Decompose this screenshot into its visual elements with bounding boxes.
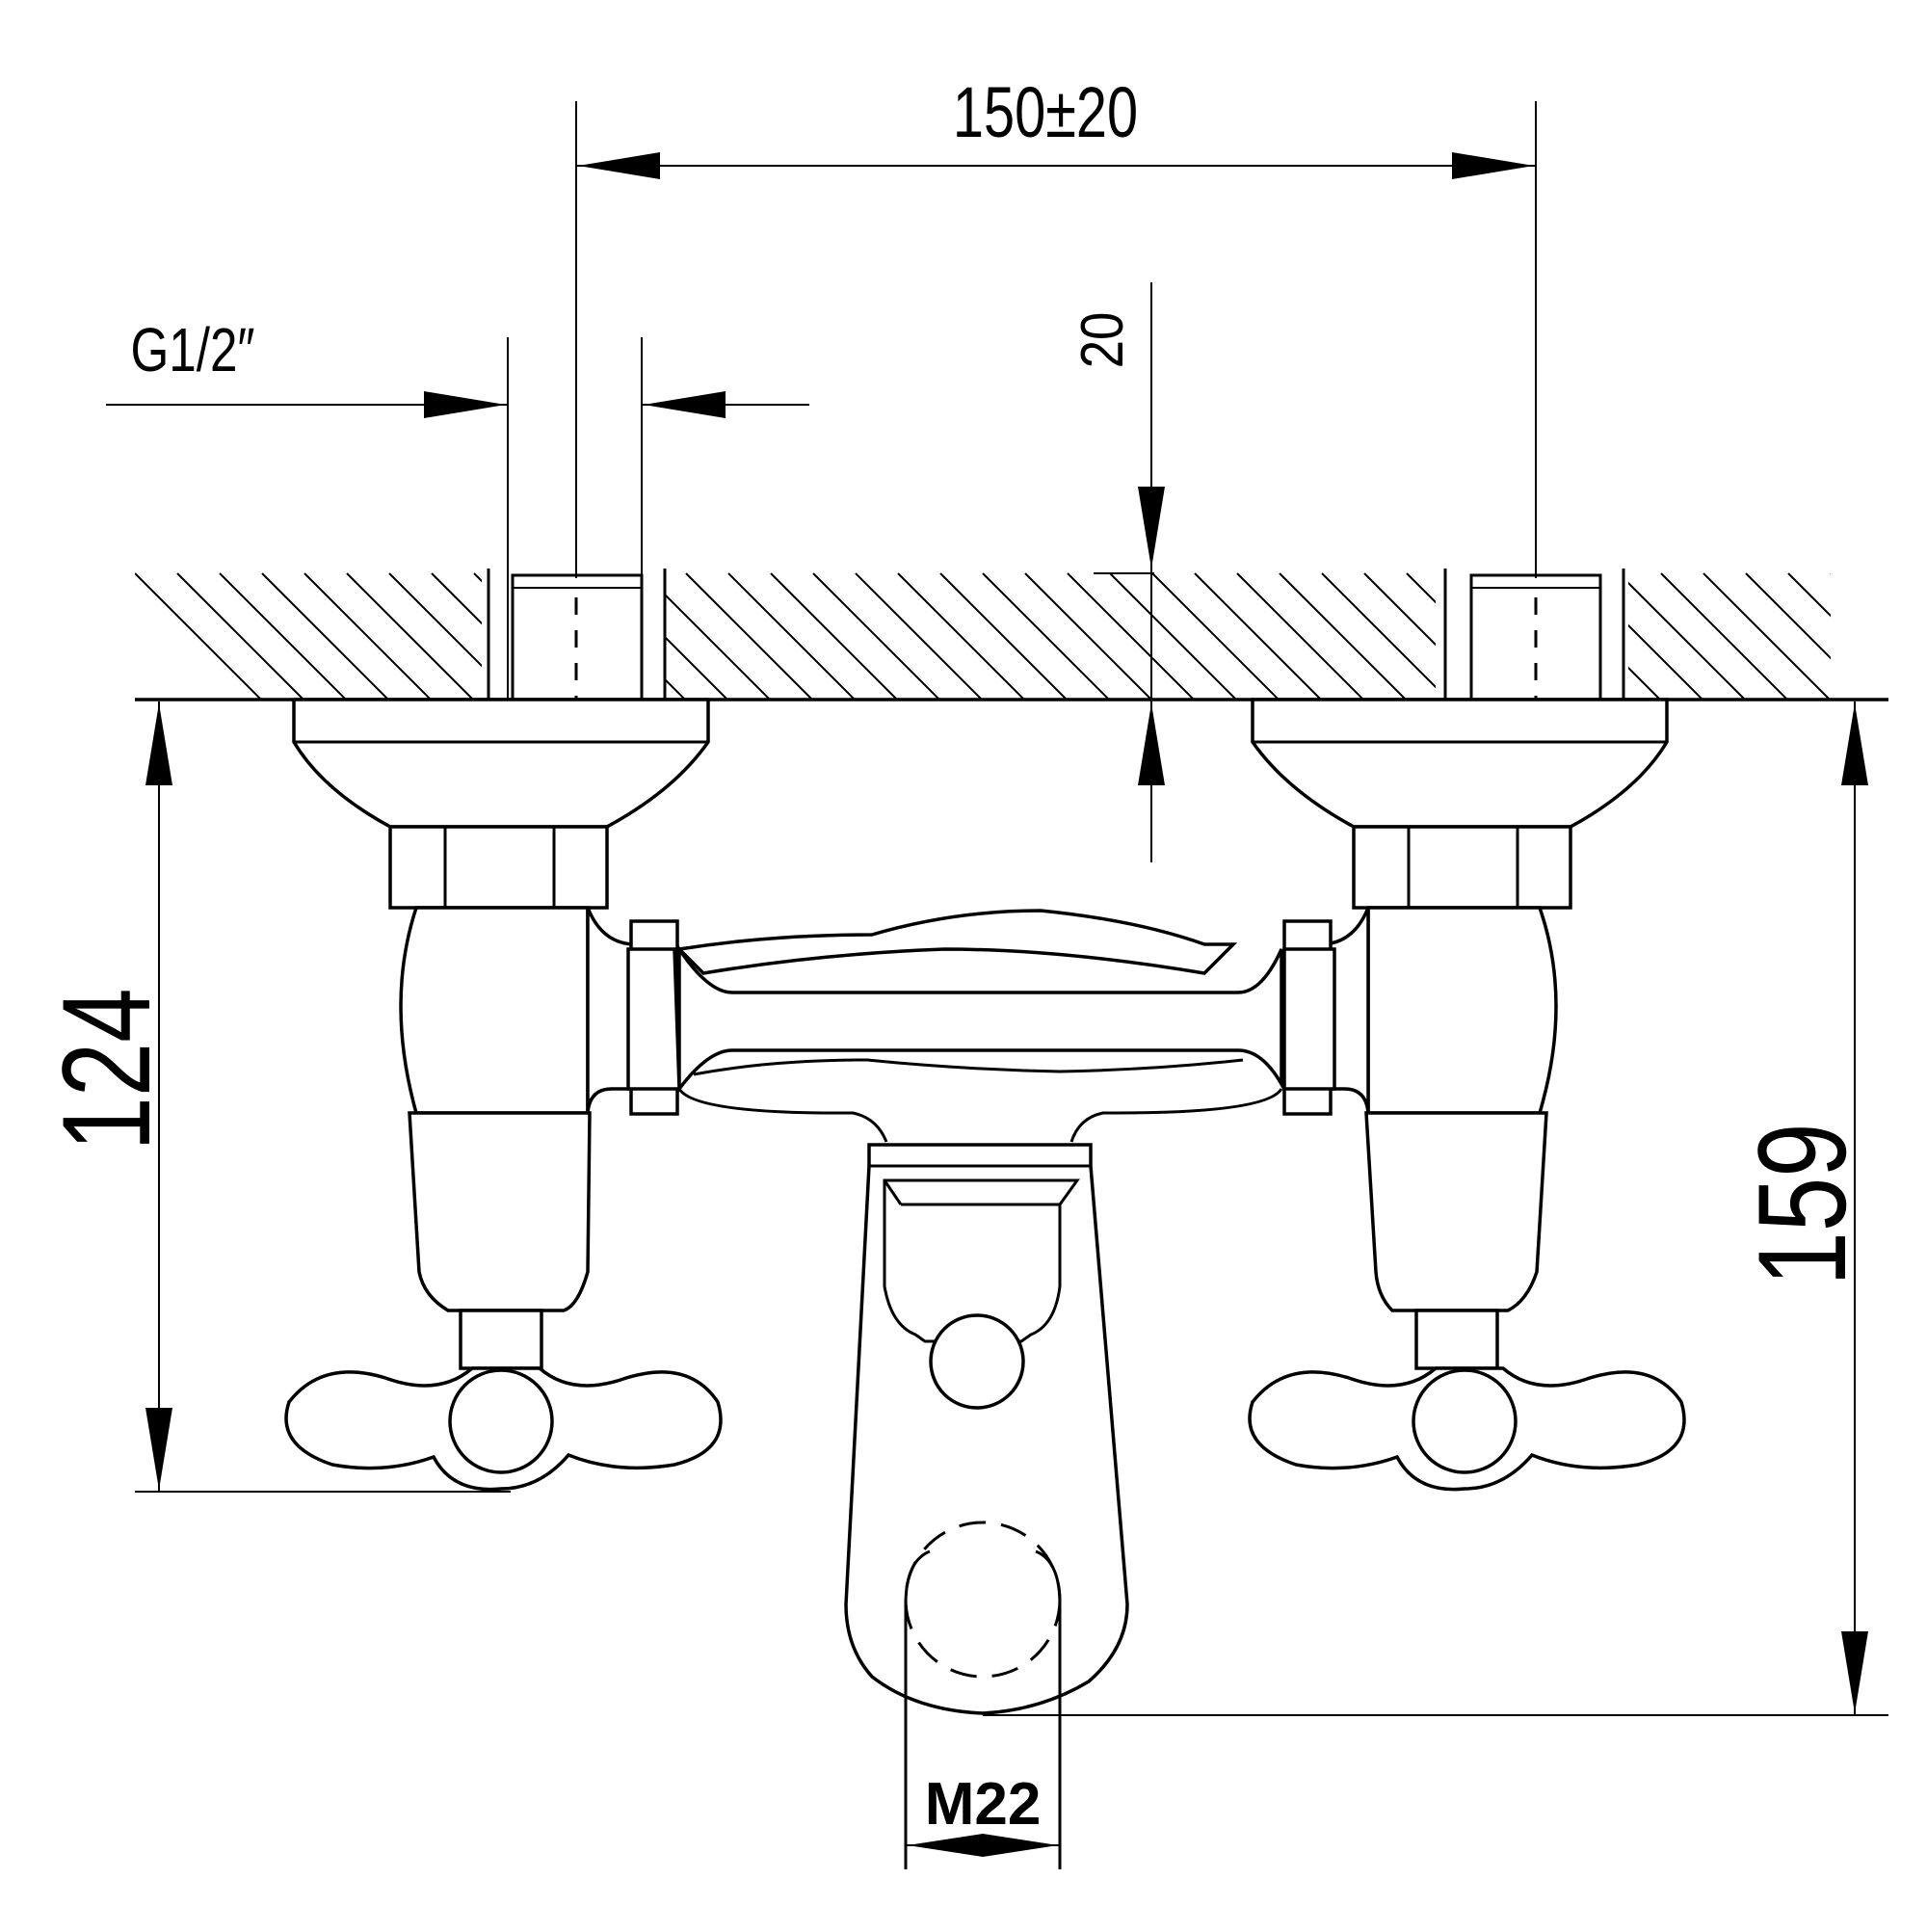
hatch-line xyxy=(1915,573,1927,699)
hatch-line xyxy=(346,572,473,699)
handle-projection-label: 124 xyxy=(36,988,176,1151)
hatch-line xyxy=(1067,572,1194,699)
right-cross-handle xyxy=(1248,1309,1686,1492)
right-valve-body xyxy=(1364,906,1558,1312)
dimension-eccentric-offset: 20 xyxy=(1069,282,1165,862)
left-hex-nut xyxy=(388,825,609,910)
hatch-line xyxy=(135,572,261,699)
hatch-line xyxy=(261,572,388,699)
wall-section xyxy=(135,564,1927,701)
hatch-line xyxy=(219,572,346,699)
right-hex-nut xyxy=(1352,825,1572,910)
hatch-line xyxy=(855,572,982,699)
hatch-line xyxy=(1024,572,1151,699)
hatch-line xyxy=(1194,572,1321,699)
hatch-line xyxy=(1787,572,1831,618)
hatch-line xyxy=(1660,572,1787,699)
hatch-line xyxy=(685,572,812,699)
right-wall-flange xyxy=(1251,698,1669,829)
offset-label: 20 xyxy=(1069,312,1136,369)
hatch-line xyxy=(1109,572,1236,699)
inlet-thread-label: G1/2″ xyxy=(130,317,254,385)
spout xyxy=(844,1143,1129,1869)
hatch-line xyxy=(1279,572,1406,699)
hatch-line xyxy=(1618,572,1745,699)
spout-projection-label: 159 xyxy=(1731,1123,1872,1285)
left-wall-flange xyxy=(292,698,710,829)
hatch-line xyxy=(1151,572,1279,699)
hatch-line xyxy=(1873,573,1927,699)
dimension-spout-projection: 159 xyxy=(983,701,1888,1716)
hatch-line xyxy=(939,572,1067,699)
hatch-line xyxy=(304,572,431,699)
hatch-line xyxy=(812,572,939,699)
hatch-line xyxy=(1321,572,1448,699)
spout-thread-label: M22 xyxy=(925,1771,1042,1838)
hatch-line xyxy=(1830,573,1831,575)
hatch-line xyxy=(770,572,897,699)
inlet-spacing-label: 150±20 xyxy=(953,73,1138,153)
hatch-line xyxy=(982,572,1109,699)
crossbar-body xyxy=(586,907,1370,1143)
left-valve-body xyxy=(399,906,592,1312)
hatch-line xyxy=(1745,572,1831,660)
dimension-inlet-spacing: 150±20 xyxy=(575,73,1537,578)
dimension-spout-thread: M22 xyxy=(906,1771,1060,1857)
dimension-handle-projection: 124 xyxy=(36,701,511,1493)
hatch-line xyxy=(727,572,855,699)
hatch-line xyxy=(1703,572,1830,699)
hatch-line xyxy=(1236,572,1363,699)
dimension-inlet-thread: G1/2″ xyxy=(106,317,809,699)
hatch-line xyxy=(897,572,1024,699)
hatch-line xyxy=(176,572,304,699)
left-cross-handle xyxy=(284,1309,723,1492)
